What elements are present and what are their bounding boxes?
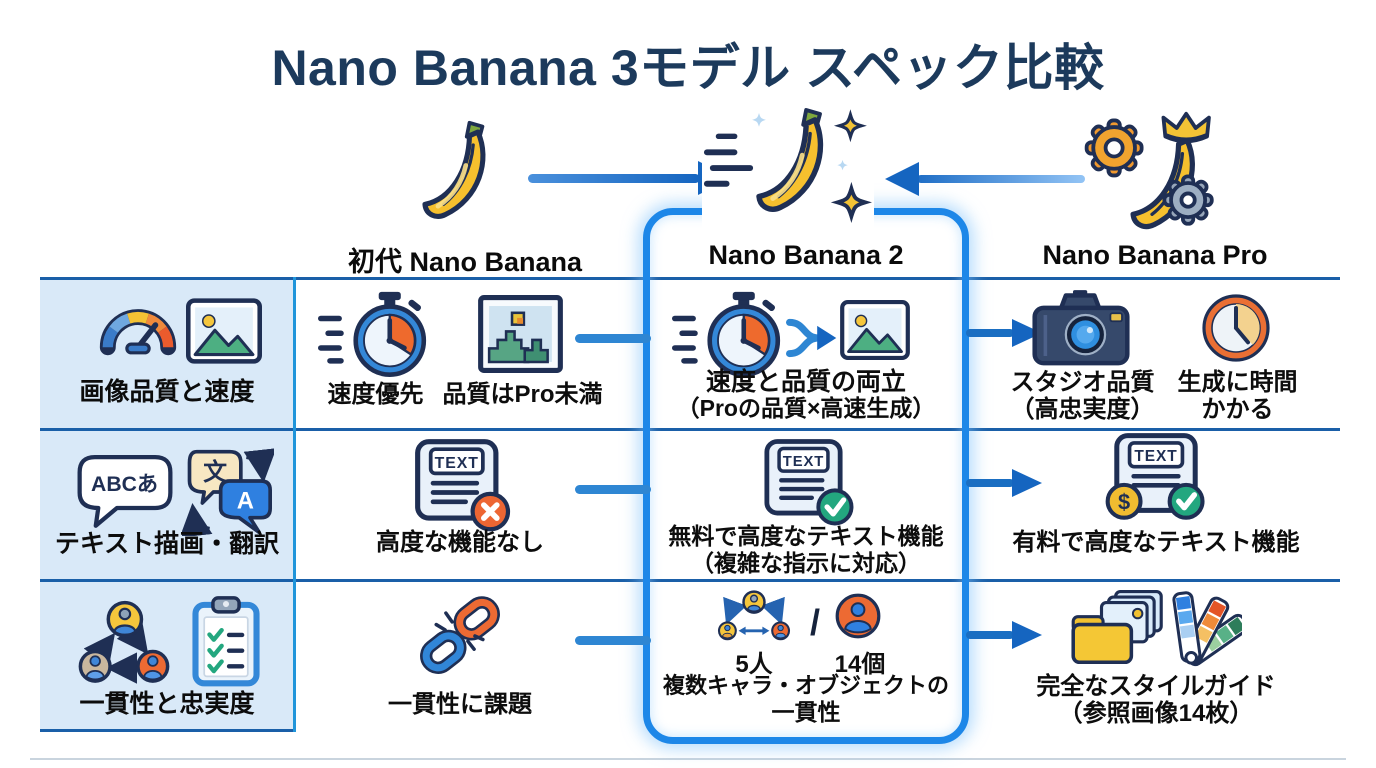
abc-bubble-text: ABCあ [91,473,158,496]
page-title: Nano Banana 3モデル スペック比較 [271,40,1105,96]
text-doc-x-icon: TEXT [408,438,513,533]
caption-consistency-issues: 一貫性に課題 [388,691,532,718]
merge-arrow-icon [786,312,838,368]
model-name-v2: Nano Banana 2 [708,240,904,270]
folder-photos-icon [1070,590,1166,670]
picture-icon [840,300,910,362]
arrow-right-icon [966,318,1042,348]
count-characters: 5人 [735,651,773,678]
slash-divider: / [809,602,820,643]
clipboard-icon [192,596,260,690]
text-doc-label: TEXT [1134,448,1177,465]
text-doc-paid-icon: TEXT $ [1102,432,1210,524]
caption-no-advanced-features: 高度な機能なし [376,529,544,556]
caption-v2-text-free-1: 無料で高度なテキスト機能 [668,523,944,549]
caption-v2-consistency-2: 一貫性 [771,699,841,725]
caption-style-guide-1: 完全なスタイルガイド [1036,673,1276,700]
grid-line-bottom [40,729,293,732]
crown-icon [1161,111,1211,144]
banana-icon [412,112,514,230]
stopwatch-icon [672,290,787,385]
count-objects: 14個 [834,651,886,678]
model-name-pro: Nano Banana Pro [1042,240,1268,270]
translate-icon: 文 A [179,448,277,538]
caption-v2-quality-speed-1: 速度と品質の両立 [705,368,906,396]
caption-style-guide-2: （参照画像14枚） [1058,700,1254,727]
people-group-icon [712,590,796,648]
footer-divider [30,758,1346,760]
text-doc-label: TEXT [435,455,479,472]
caption-v2-quality-speed-2: （Proの品質×高速生成） [676,395,936,421]
caption-paid-text-features: 有料で高度なテキスト機能 [1012,529,1300,556]
picture-icon [186,298,262,364]
arrow-right-icon [966,468,1042,498]
translate-target-text: A [237,488,254,515]
caption-v2-text-free-2: （複雑な指示に対応） [691,550,921,576]
row-label-text-translate: テキスト描画・翻訳 [54,530,280,558]
people-network-icon [76,600,172,686]
clock-icon [1200,292,1272,364]
gear-gray [1162,174,1214,226]
caption-speed-priority: 速度優先 [327,381,424,408]
camera-icon [1032,288,1130,368]
stopwatch-icon [318,290,433,385]
connector-row2 [575,485,651,494]
dollar-coin-text: $ [1118,490,1130,515]
grid-line-row3 [40,579,1340,582]
caption-slow-generation-2: かかる [1201,396,1274,423]
row-label-quality-speed: 画像品質と速度 [79,378,255,406]
grid-line-row2 [40,428,1340,431]
sparkle-icon [752,109,872,224]
arrow-left-icon [885,160,1085,198]
arrow-right-icon [966,620,1042,650]
caption-quality-below-pro: 品質はPro未満 [442,381,603,408]
label-column-divider [293,277,296,732]
banana-speed-icon [702,103,874,237]
text-doc-check-icon: TEXT [758,438,856,528]
gear-orange [1084,118,1144,178]
banana-pro-icon [1078,110,1228,238]
person-icon [834,592,882,640]
pixel-image-icon [478,295,563,375]
caption-studio-quality-2: （高忠実度） [1010,396,1155,423]
caption-slow-generation-1: 生成に時間 [1177,369,1298,396]
abc-speech-bubble-icon: ABCあ [76,452,174,532]
model-name-original: 初代 Nano Banana [347,247,583,277]
caption-studio-quality-1: スタジオ品質 [1010,369,1155,396]
caption-v2-consistency-1: 複数キャラ・オブジェクトの [662,673,949,698]
connector-row1 [575,334,651,343]
grid-line-top [40,277,1340,280]
text-doc-label: TEXT [783,454,824,470]
speedometer-icon [98,298,178,362]
color-swatches-icon [1170,588,1249,672]
connector-row3 [575,636,651,645]
broken-chain-icon [415,592,505,680]
row-label-consistency: 一貫性と忠実度 [79,690,255,718]
